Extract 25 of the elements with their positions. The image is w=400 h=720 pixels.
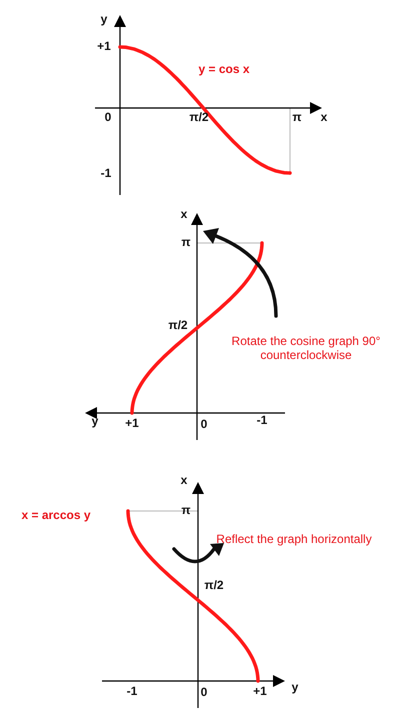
tick-label: -1 — [256, 414, 268, 428]
tick-label: +1 — [97, 40, 111, 54]
annotation-text: Reflect the graph horizontally — [215, 533, 373, 547]
tick-label: 0 — [200, 686, 208, 700]
curve-label: y = cos x — [198, 63, 250, 77]
tick-label: π/2 — [204, 579, 224, 593]
tick-label: -1 — [100, 167, 112, 181]
axis-label: x — [180, 208, 188, 222]
tick-label: π — [181, 504, 191, 518]
curve-label: x = arccos y — [21, 509, 91, 523]
tick-label: +1 — [125, 417, 139, 431]
tick-label: 0 — [200, 418, 208, 432]
annotation-text: Rotate the cosine graph 90° counterclockwise — [230, 335, 382, 363]
tick-label: -1 — [126, 685, 138, 699]
tick-label: +1 — [253, 685, 267, 699]
tick-label: π — [181, 236, 191, 250]
axis-label: x — [320, 111, 328, 125]
tick-label: π/2 — [168, 319, 188, 333]
tick-label: π/2 — [189, 111, 209, 125]
axis-label: y — [92, 415, 98, 429]
axis-label: y — [292, 681, 298, 695]
tick-label: π — [292, 111, 302, 125]
axis-label: y — [100, 13, 108, 27]
axis-label: x — [180, 474, 188, 488]
tick-label: 0 — [104, 111, 112, 125]
